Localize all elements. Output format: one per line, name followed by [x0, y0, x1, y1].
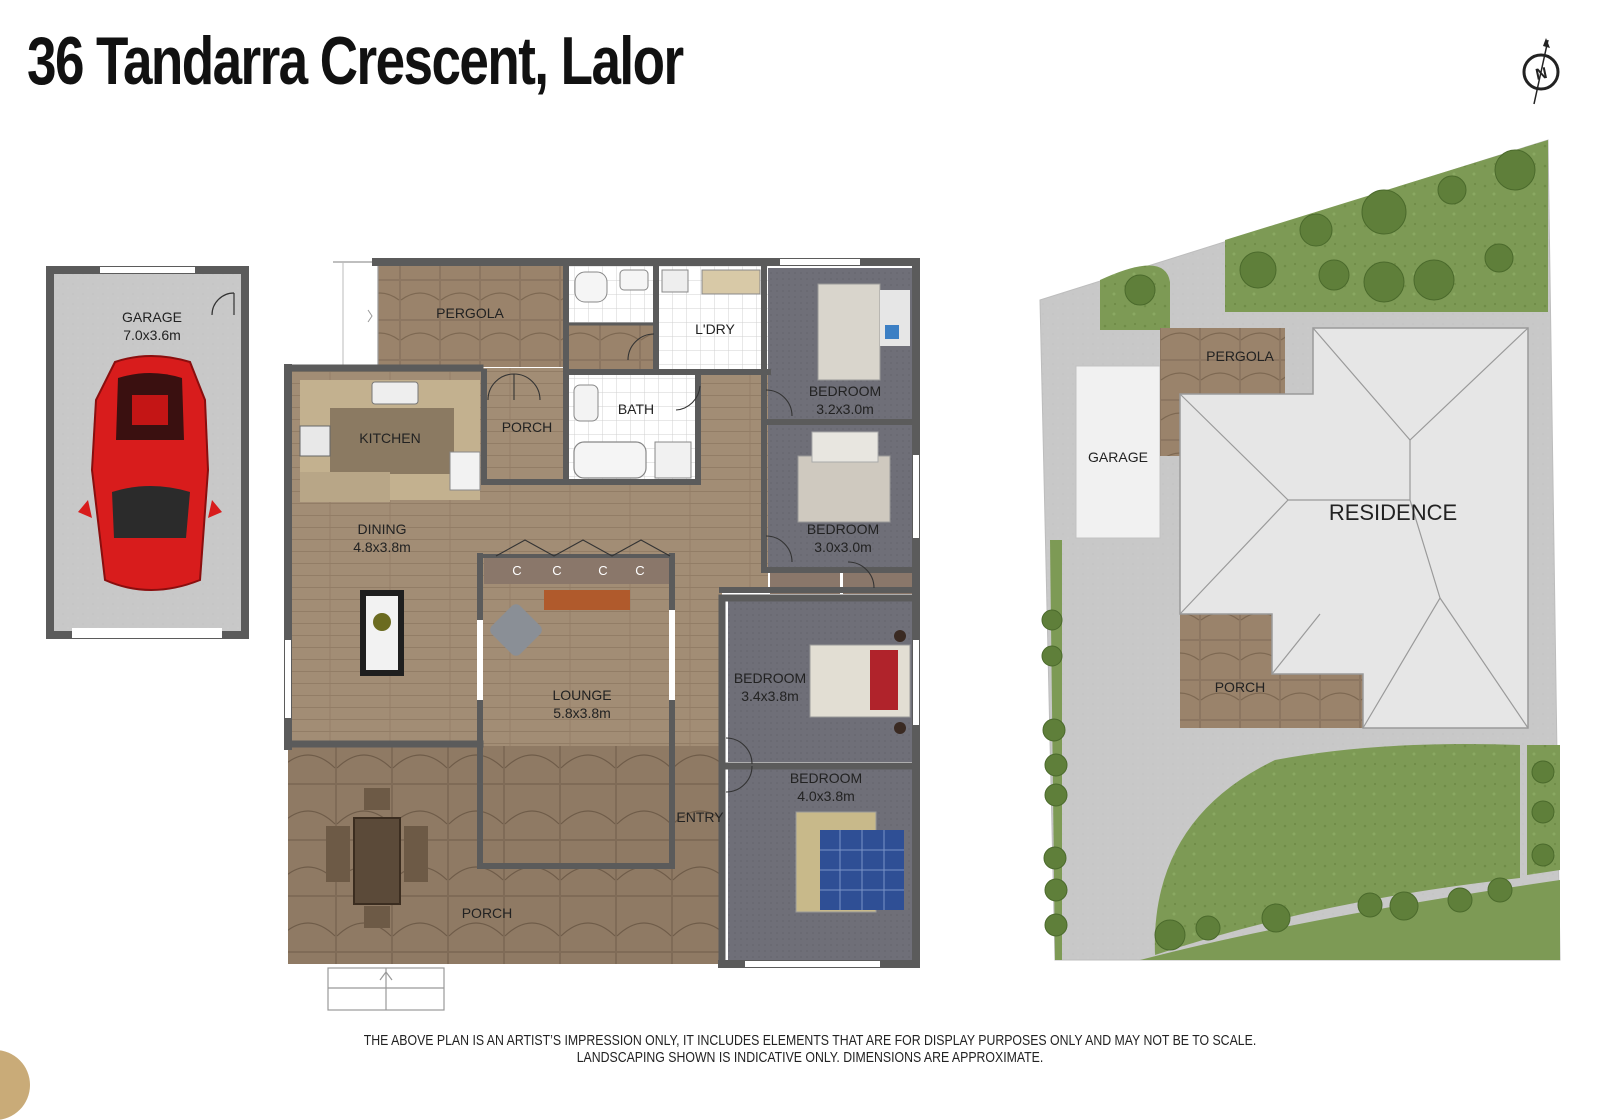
garage-size: 7.0x3.6m — [123, 327, 181, 343]
site-garage-label: GARAGE — [1088, 449, 1148, 465]
bedroom-1-size: 3.2x3.0m — [816, 401, 874, 417]
bedroom-1-label: BEDROOM — [809, 383, 881, 399]
site-porch-label: PORCH — [1215, 679, 1266, 695]
bedroom-4-size: 4.0x3.8m — [797, 788, 855, 804]
bedroom-4-label: BEDROOM — [790, 770, 862, 786]
garage-label: GARAGE — [122, 309, 182, 325]
site-residence-label: RESIDENCE — [1329, 500, 1457, 525]
lounge-label: LOUNGE — [552, 687, 611, 703]
cupboard-label: C — [635, 563, 644, 578]
red-car-icon — [78, 355, 222, 591]
page-title: 36 Tandarra Crescent, Lalor — [27, 23, 684, 99]
pergola-label: PERGOLA — [436, 305, 504, 321]
entry-label: ENTRY — [676, 809, 724, 825]
kitchen-label: KITCHEN — [359, 430, 420, 446]
back-porch-label: PORCH — [502, 419, 553, 435]
floor-plan: PERGOLA L'DRY BEDROOM 3.2x3.0m KITCHEN P… — [284, 258, 920, 1011]
bedroom-2-label: BEDROOM — [807, 521, 879, 537]
bedroom-3-label: BEDROOM — [734, 670, 806, 686]
site-plan: PERGOLA GARAGE RESIDENCE PORCH — [1039, 139, 1561, 961]
cupboard-label: C — [552, 563, 561, 578]
disclaimer-line-2: LANDSCAPING SHOWN IS INDICATIVE ONLY. DI… — [576, 1049, 1044, 1066]
bedroom-2-size: 3.0x3.0m — [814, 539, 872, 555]
disclaimer: THE ABOVE PLAN IS AN ARTIST’S IMPRESSION… — [0, 1032, 1620, 1066]
bedroom-3-size: 3.4x3.8m — [741, 688, 799, 704]
disclaimer-line-1: THE ABOVE PLAN IS AN ARTIST’S IMPRESSION… — [363, 1032, 1257, 1049]
laundry-label: L'DRY — [695, 321, 735, 337]
site-pergola-label: PERGOLA — [1206, 348, 1274, 364]
garage-building: GARAGE 7.0x3.6m — [46, 266, 249, 639]
dining-size: 4.8x3.8m — [353, 539, 411, 555]
dining-label: DINING — [358, 521, 407, 537]
front-porch-label: PORCH — [462, 905, 513, 921]
north-arrow-icon: N — [1522, 38, 1560, 105]
plan-svg: GARAGE 7.0x3.6m — [46, 38, 1561, 1011]
cupboard-label: C — [512, 563, 521, 578]
lounge-size: 5.8x3.8m — [553, 705, 611, 721]
cupboard-label: C — [598, 563, 607, 578]
compass-label: N — [1534, 65, 1549, 84]
bath-label: BATH — [618, 401, 654, 417]
